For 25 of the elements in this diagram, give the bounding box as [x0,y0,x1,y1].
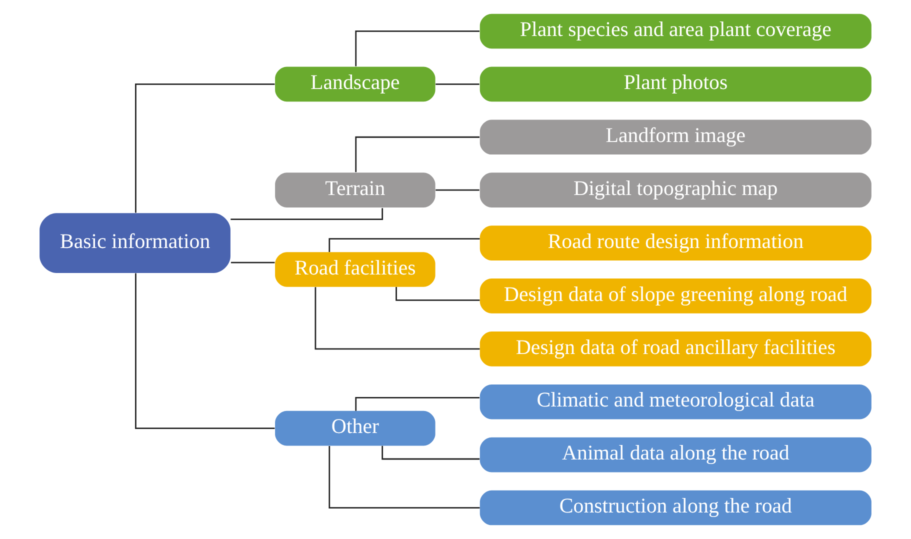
connector [230,262,275,264]
connector [135,83,275,213]
node-box: Basic information [40,213,230,273]
connector [135,273,275,430]
connector [314,287,480,350]
node-box: Landscape [275,66,436,102]
connector [230,208,384,220]
node-box: Design data of slope greening along road [480,278,872,314]
connector [355,136,480,172]
node-box: Road route design information [480,226,872,260]
connector [328,446,480,508]
connector [436,189,480,191]
node-box: Road facilities [275,252,436,287]
node-box: Plant photos [480,66,872,102]
node-box: Terrain [275,172,436,208]
node-box: Animal data along the road [480,437,872,472]
node-box: Design data of road ancillary facilities [480,332,872,366]
node-box: Climatic and meteorological data [480,384,872,420]
node-box: Construction along the road [480,490,872,526]
connector [436,83,480,85]
node-box: Plant species and area plant coverage [480,14,872,49]
node-box: Digital topographic map [480,172,872,208]
connector [355,30,480,66]
node-box: Landform image [480,120,872,155]
node-box: Other [275,410,436,446]
